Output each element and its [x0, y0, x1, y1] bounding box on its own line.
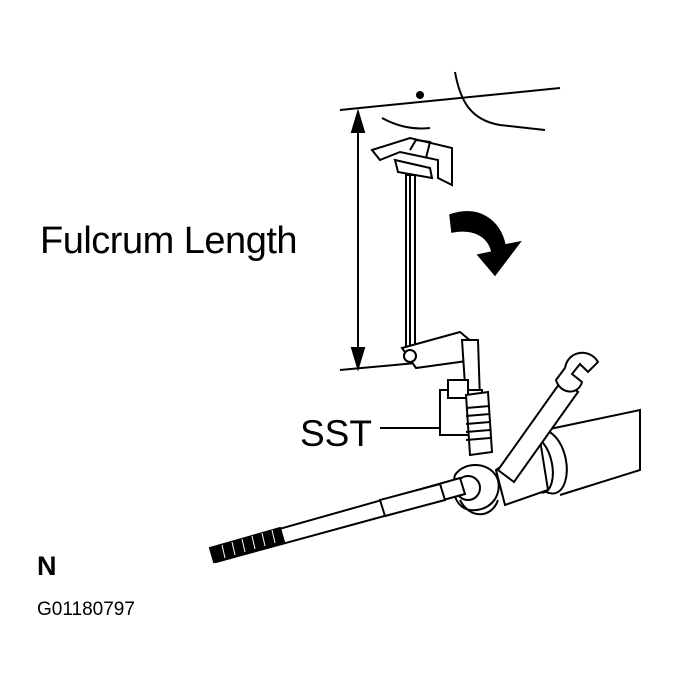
rack-housing — [494, 408, 641, 507]
tie-rod — [208, 476, 467, 564]
open-end-wrench-icon — [496, 352, 600, 484]
sst-clamp — [380, 339, 494, 457]
curved-arrow-icon — [449, 211, 522, 277]
rod-thread — [208, 526, 286, 564]
sst-label: SST — [300, 413, 372, 454]
knuckle-body — [339, 71, 561, 131]
fulcrum-length-label: Fulcrum Length — [40, 220, 298, 262]
figure-code-label: G01180797 — [37, 599, 135, 620]
sst-spring — [465, 405, 491, 441]
view-letter-label: N — [37, 551, 57, 581]
sst-bracket — [370, 136, 476, 370]
